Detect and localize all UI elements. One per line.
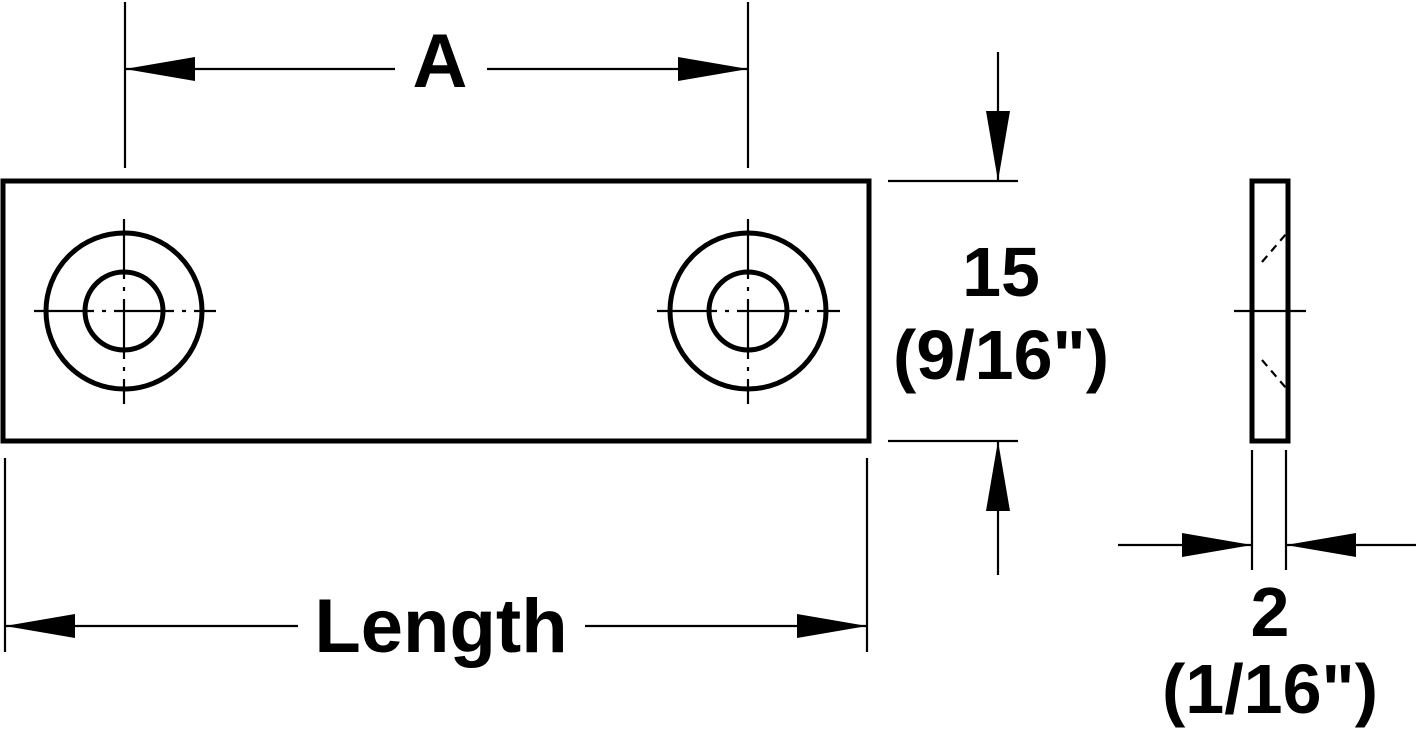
width-imperial-label: (9/16")	[893, 316, 1109, 394]
dimension-hole-spacing: A	[123, 2, 750, 168]
mounting-hole-left	[34, 219, 216, 404]
thickness-metric-label: 2	[1251, 573, 1290, 651]
hole-spacing-label: A	[413, 19, 468, 104]
dimension-length: Length	[3, 458, 869, 669]
mounting-hole-right	[657, 219, 840, 404]
thickness-imperial-label: (1/16")	[1162, 650, 1378, 728]
dimension-width: 15 (9/16")	[888, 52, 1109, 575]
plate-front-view	[0, 178, 872, 444]
length-label: Length	[314, 584, 567, 669]
plate-side-view	[1234, 178, 1306, 444]
dimension-thickness: 2 (1/16")	[1118, 450, 1416, 728]
width-metric-label: 15	[962, 233, 1040, 311]
plate-outline	[0, 178, 872, 444]
